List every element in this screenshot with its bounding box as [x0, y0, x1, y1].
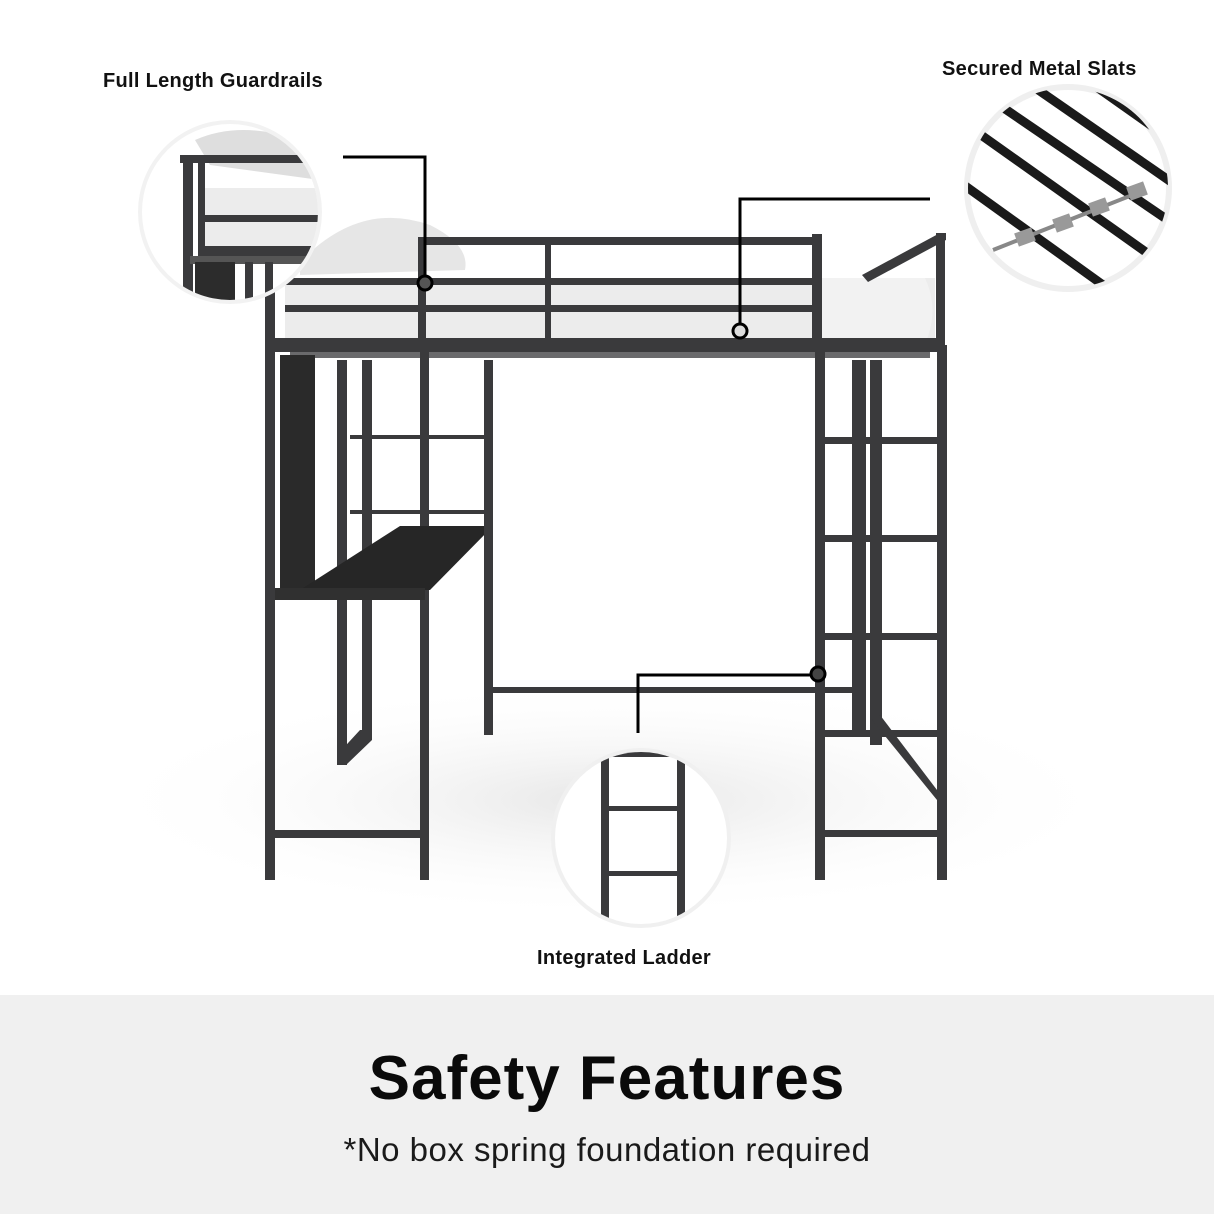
guardrails-zoom-circle: [138, 120, 322, 304]
callout-label-slats: Secured Metal Slats: [942, 58, 1137, 80]
slats-leader-line: [738, 197, 930, 323]
banner-title: Safety Features: [368, 1044, 846, 1113]
ladder-marker-dot: [809, 665, 827, 683]
slats-marker-dot: [731, 322, 749, 340]
ladder-zoom-circle: [551, 748, 731, 928]
banner-subtitle: *No box spring foundation required: [343, 1131, 871, 1168]
callout-lines: [343, 155, 930, 733]
slats-zoom-circle: [964, 84, 1172, 292]
product-illustration: Full Length Guardrails Secured Metal Sla…: [90, 58, 1172, 969]
guardrails-marker-dot: [416, 274, 434, 292]
loft-bed-illustration: [90, 84, 1172, 928]
features-banner: Safety Features *No box spring foundatio…: [0, 995, 1214, 1214]
guardrails-leader-line: [343, 155, 427, 275]
loft-bed-frame: [265, 217, 947, 880]
callout-label-guardrails: Full Length Guardrails: [103, 70, 323, 92]
callout-label-ladder: Integrated Ladder: [537, 947, 712, 969]
ladder-leader-line: [636, 673, 810, 733]
